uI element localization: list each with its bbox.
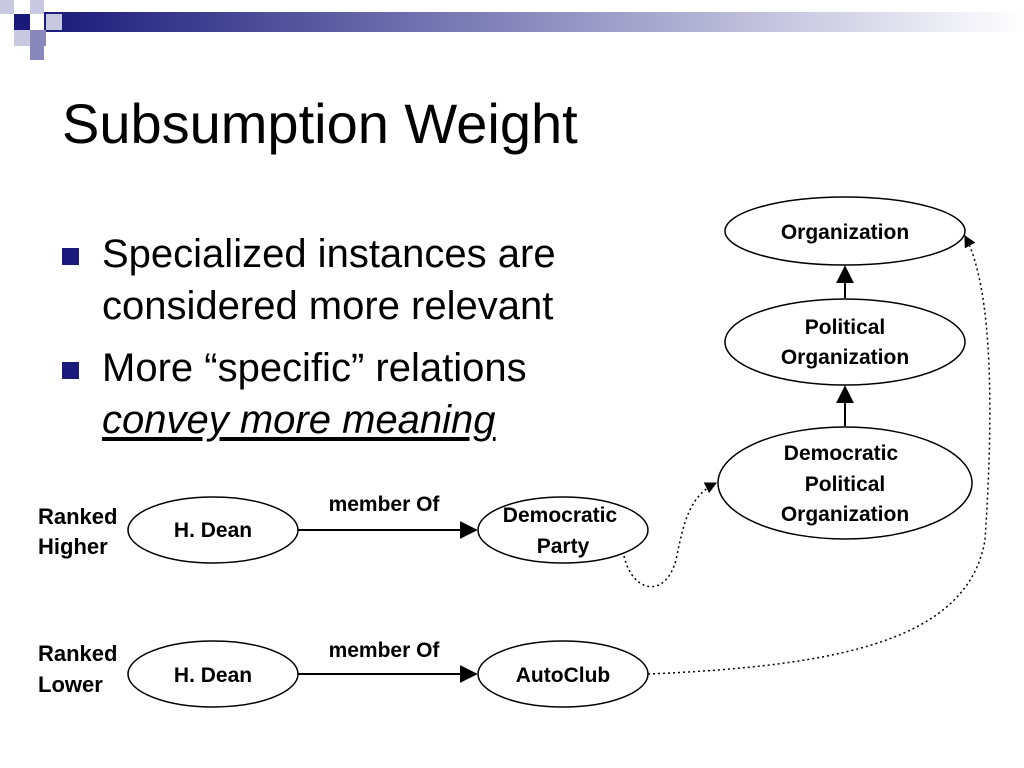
node-label: AutoClub xyxy=(516,664,610,687)
instance-of-link xyxy=(623,482,718,588)
node-democratic-political-organization: Democratic Political Organization xyxy=(717,426,973,540)
rank-label: Higher xyxy=(38,534,108,559)
node-label: Organization xyxy=(781,221,909,244)
node-political-organization: Political Organization xyxy=(724,298,966,386)
header-square xyxy=(0,0,14,14)
bullet-item: Specialized instances are considered mor… xyxy=(62,228,662,332)
header-square xyxy=(14,30,30,46)
header-square xyxy=(30,0,44,14)
bullet-list: Specialized instances are considered mor… xyxy=(62,228,662,456)
bullet-square-icon xyxy=(62,248,79,265)
header-square xyxy=(14,14,30,30)
node-label: Political xyxy=(805,316,886,339)
header-square xyxy=(30,46,44,60)
node-object-autoclub: AutoClub xyxy=(477,640,649,708)
node-label: Democratic xyxy=(784,442,899,465)
bullet-square-icon xyxy=(62,362,79,379)
node-ellipse xyxy=(717,426,973,540)
node-ellipse xyxy=(477,496,649,564)
header-square xyxy=(30,30,46,46)
header-square xyxy=(46,14,62,30)
node-subject-higher: H. Dean xyxy=(127,496,299,564)
node-label: Organization xyxy=(781,346,909,369)
node-label: H. Dean xyxy=(174,519,252,542)
relation-label: member Of xyxy=(329,639,441,662)
header-square xyxy=(0,30,14,44)
bullet-item: More “specific” relations convey more me… xyxy=(62,342,662,446)
node-organization: Organization xyxy=(724,196,966,266)
bullet-text: More “specific” relations xyxy=(102,346,527,390)
rank-label: Lower xyxy=(38,672,103,697)
header-gradient-bar xyxy=(44,12,1024,32)
bullet-text: Specialized instances are considered mor… xyxy=(102,232,556,328)
node-object-democratic-party: Democratic Party xyxy=(477,496,649,564)
node-label: Organization xyxy=(781,503,909,526)
slide-title: Subsumption Weight xyxy=(62,92,578,155)
instance-of-link xyxy=(647,234,991,675)
node-label: Political xyxy=(805,473,886,496)
node-ellipse xyxy=(724,196,966,266)
node-subject-lower: H. Dean xyxy=(127,640,299,708)
node-label: H. Dean xyxy=(174,664,252,687)
header-decoration xyxy=(0,0,1024,60)
node-label: Party xyxy=(537,535,590,558)
bullet-emphasis-text: convey more meaning xyxy=(102,398,496,442)
node-ellipse xyxy=(724,298,966,386)
rank-label: Ranked xyxy=(38,504,117,529)
node-label: Democratic xyxy=(503,504,618,527)
relation-label: member Of xyxy=(329,493,441,516)
rank-label: Ranked xyxy=(38,641,117,666)
